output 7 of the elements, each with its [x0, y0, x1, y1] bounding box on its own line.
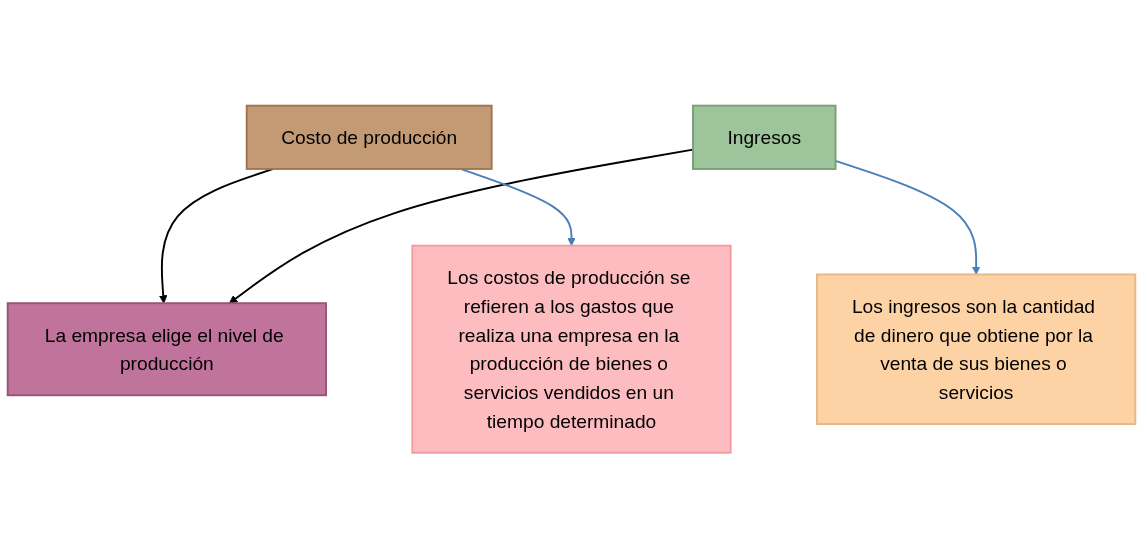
node-box: Los ingresos son la cantidad de dinero que obtiene por la venta de sus bienes o servicios: [816, 273, 1137, 425]
arrow: [459, 167, 576, 246]
node-box: La empresa elige el nivel de producción: [6, 302, 327, 396]
node-box: Costo de producción: [245, 104, 493, 170]
arrow: [159, 167, 275, 304]
node-box: Ingresos: [691, 104, 837, 170]
node-box: Los costos de producción se refieren a los gastos que realiza una empresa en la producción de bienes o servicios vendidos en un tiempo determinado: [411, 244, 732, 454]
